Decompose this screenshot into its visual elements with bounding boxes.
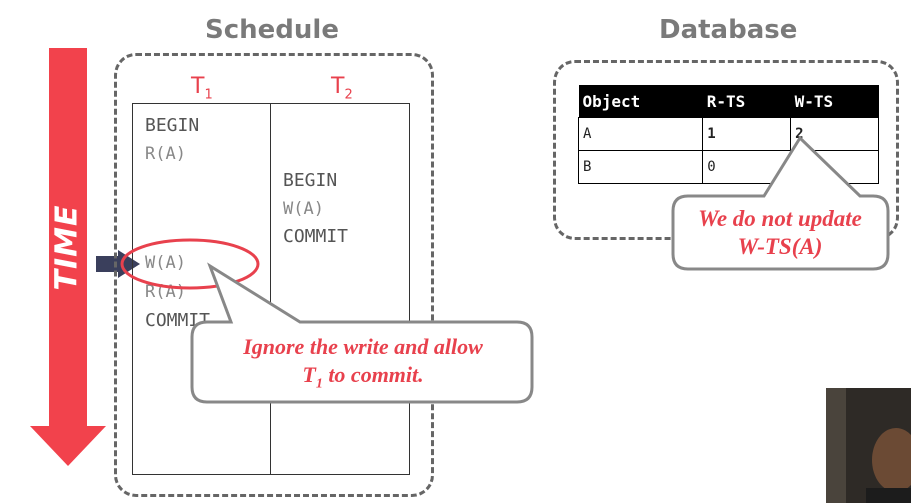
column-header-rts: R-TS	[702, 85, 791, 118]
t1-header: T1	[191, 74, 213, 103]
ignore-callout-line2: T1 to commit.	[302, 362, 424, 392]
t2-op-begin: BEGIN	[283, 170, 338, 191]
cell-object-a: A	[577, 117, 704, 151]
table-header-row: Object R-TS W-TS	[578, 85, 879, 118]
presenter-image	[826, 388, 911, 503]
db-callout-bubble	[671, 135, 890, 271]
db-callout-line1: We do not update	[698, 206, 862, 231]
time-label: TIME	[49, 204, 85, 291]
ignore-callout-bubble	[190, 262, 534, 404]
webcam-video	[826, 388, 911, 503]
ignore-callout-text: Ignore the write and allow T1 to commit.	[195, 333, 531, 398]
schedule-frame	[114, 53, 434, 497]
t1-op-begin: BEGIN	[145, 115, 200, 136]
column-divider	[270, 103, 271, 475]
t2-op-write: W(A)	[283, 199, 324, 219]
ignore-callout-line1: Ignore the write and allow	[243, 334, 483, 359]
schedule-title: Schedule	[205, 15, 339, 45]
t2-header: T2	[331, 74, 353, 103]
database-title: Database	[659, 15, 798, 45]
time-arrow	[30, 48, 106, 466]
t1-op-read: R(A)	[145, 144, 186, 164]
schedule-table	[132, 103, 410, 475]
highlight-ellipse	[120, 238, 260, 290]
column-header-wts: W-TS	[790, 85, 879, 118]
column-header-object: Object	[578, 85, 703, 118]
t1-op-write: W(A)	[145, 253, 186, 273]
db-callout-line2: W-TS(A)	[737, 234, 823, 259]
cell-object-b: B	[577, 150, 704, 184]
t2-op-commit: COMMIT	[283, 226, 349, 247]
db-callout-text: We do not update W-TS(A)	[675, 205, 885, 261]
